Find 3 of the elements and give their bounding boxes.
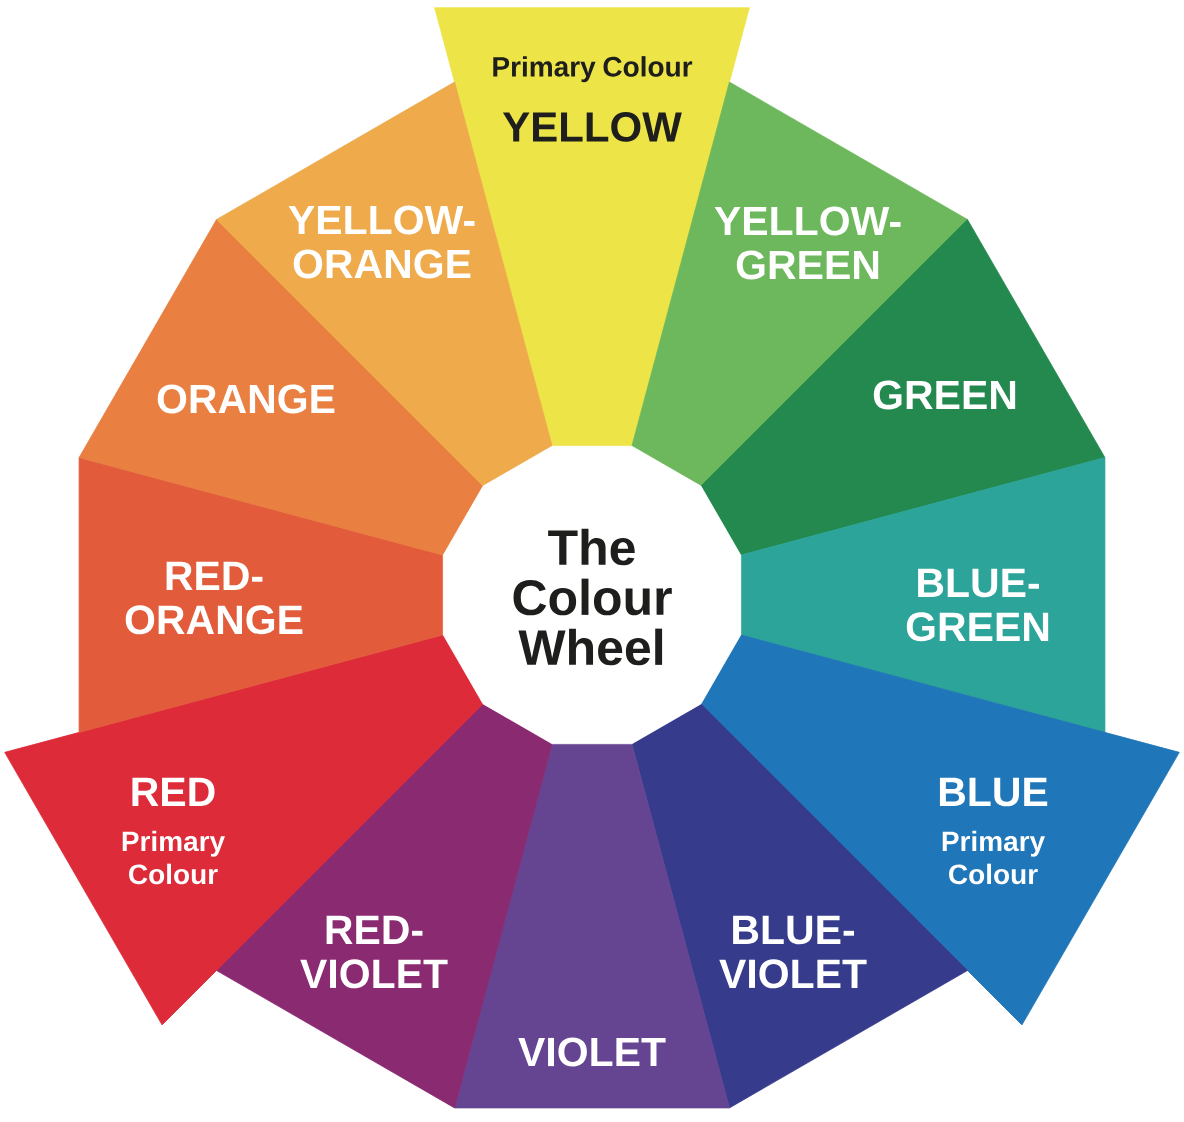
center-dodecagon: The Colour Wheel xyxy=(442,445,742,745)
wheel-segment: BLUE- GREEN xyxy=(740,457,1106,733)
wheel-segment: RED- ORANGE xyxy=(78,457,444,733)
